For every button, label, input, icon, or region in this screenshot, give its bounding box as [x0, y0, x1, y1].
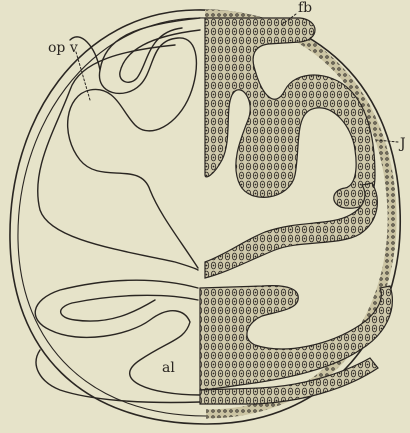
neural-fold-outline	[68, 18, 200, 268]
gut-fold-outline	[35, 280, 200, 395]
neural-fold-cells	[205, 18, 375, 208]
neural-fold-outline-inner	[120, 28, 200, 82]
label-opv: op v	[48, 40, 78, 56]
label-fb: fb	[298, 0, 312, 16]
gut-fold-outline-inner	[61, 295, 198, 321]
label-al: al	[162, 360, 175, 376]
neural-fold-outline-left	[38, 45, 198, 270]
label-right: J	[398, 136, 406, 152]
